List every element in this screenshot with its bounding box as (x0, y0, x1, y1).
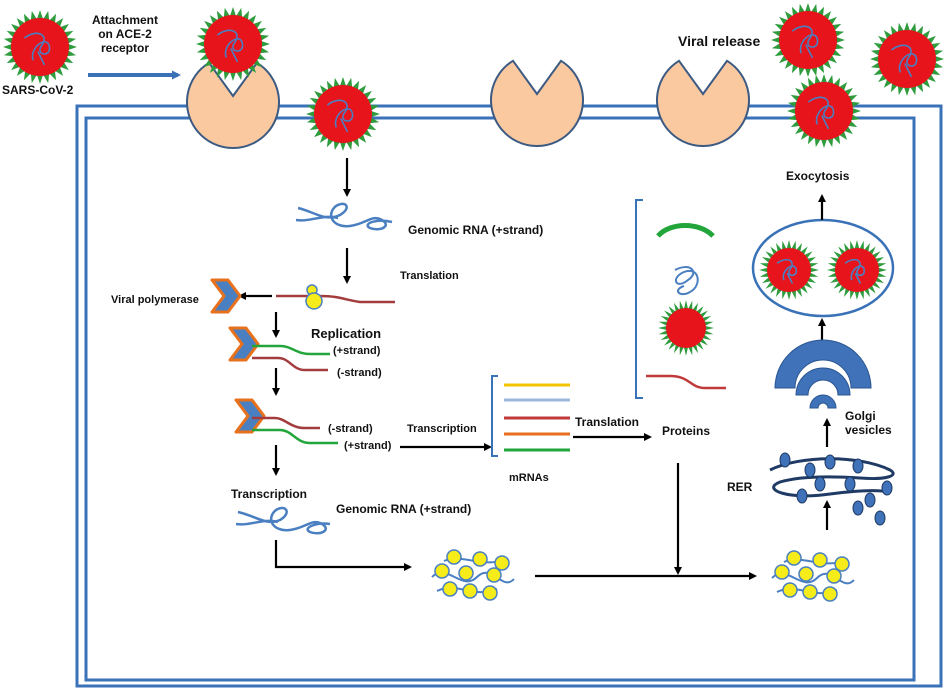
ribosome (852, 458, 864, 474)
ace2-receptor (656, 59, 750, 147)
label-viral-release: Viral release (678, 33, 761, 49)
polymerase-chevron (210, 278, 242, 314)
nucleocapsid-cluster-2 (771, 550, 855, 602)
label-sars-cov-2: SARS-CoV-2 (2, 83, 74, 97)
label-minus-strand-1: (-strand) (337, 367, 382, 379)
ribosome (844, 476, 856, 492)
virus-entering (306, 77, 380, 151)
virus-particles (3, 3, 944, 300)
polymerase-chevron (228, 326, 260, 362)
ace2-receptor (186, 61, 280, 149)
ace2-receptors (186, 59, 750, 149)
mrnas-group (491, 375, 570, 457)
polymerase-chevron (234, 398, 266, 434)
nucleocapsid-clusters (431, 549, 855, 602)
ribosome (804, 462, 816, 478)
virus-released-1 (771, 3, 845, 77)
ribosome (779, 452, 791, 468)
virus-in-vesicle-2 (827, 240, 887, 300)
nucleocapsid-cluster-1 (431, 549, 515, 601)
ribosome (824, 454, 836, 470)
label-replication: Replication (311, 326, 382, 341)
spike-shell (658, 300, 714, 356)
ribosome (852, 500, 864, 516)
ribosome (881, 480, 893, 496)
label-genomic-rna-low: Genomic RNA (+strand) (336, 502, 472, 516)
label-proteins: Proteins (662, 424, 711, 438)
viral-polymerases (210, 278, 266, 434)
label-rer: RER (727, 480, 753, 494)
label-translation-mid: Translation (575, 415, 640, 429)
label-exocytosis: Exocytosis (786, 169, 850, 183)
replication-strands (252, 344, 338, 445)
label-attachment: Attachment on ACE-2 receptor (92, 13, 159, 55)
virus-in-vesicle-1 (759, 240, 819, 300)
label-minus-strand-2: (-strand) (328, 423, 373, 435)
genomic-rna-low (235, 506, 331, 535)
label-mrnas: mRNAs (509, 472, 549, 484)
rough-er (769, 452, 895, 526)
virus-free (3, 10, 77, 84)
golgi-apparatus (774, 339, 872, 409)
label-plus-strand-1: (+strand) (333, 345, 381, 357)
ribosome (796, 488, 808, 504)
ribosome (874, 510, 886, 526)
ace2-receptor (490, 59, 584, 147)
arrow-genome-to-assembly (274, 540, 412, 571)
virus-released-2 (870, 22, 944, 96)
label-genomic-rna-top: Genomic RNA (+strand) (408, 223, 544, 237)
spike-protein-shell (658, 300, 714, 356)
label-plus-strand-2: (+strand) (344, 440, 392, 452)
label-viral-polymerase: Viral polymerase (111, 294, 199, 306)
virus-bound (196, 7, 270, 81)
flow-arrows (238, 158, 831, 580)
label-translation-top: Translation (400, 270, 459, 282)
label-golgi-vesicles: Golgi vesicles (845, 409, 892, 437)
genomic-rna-top (295, 202, 393, 231)
label-transcription-low: Transcription (231, 487, 308, 501)
ribosome (864, 492, 876, 508)
proteins-group (635, 199, 726, 399)
ribosome (814, 476, 826, 492)
virus-budding (787, 74, 861, 148)
translation-ribosome (276, 284, 395, 310)
label-transcription-mid: Transcription (407, 423, 477, 435)
